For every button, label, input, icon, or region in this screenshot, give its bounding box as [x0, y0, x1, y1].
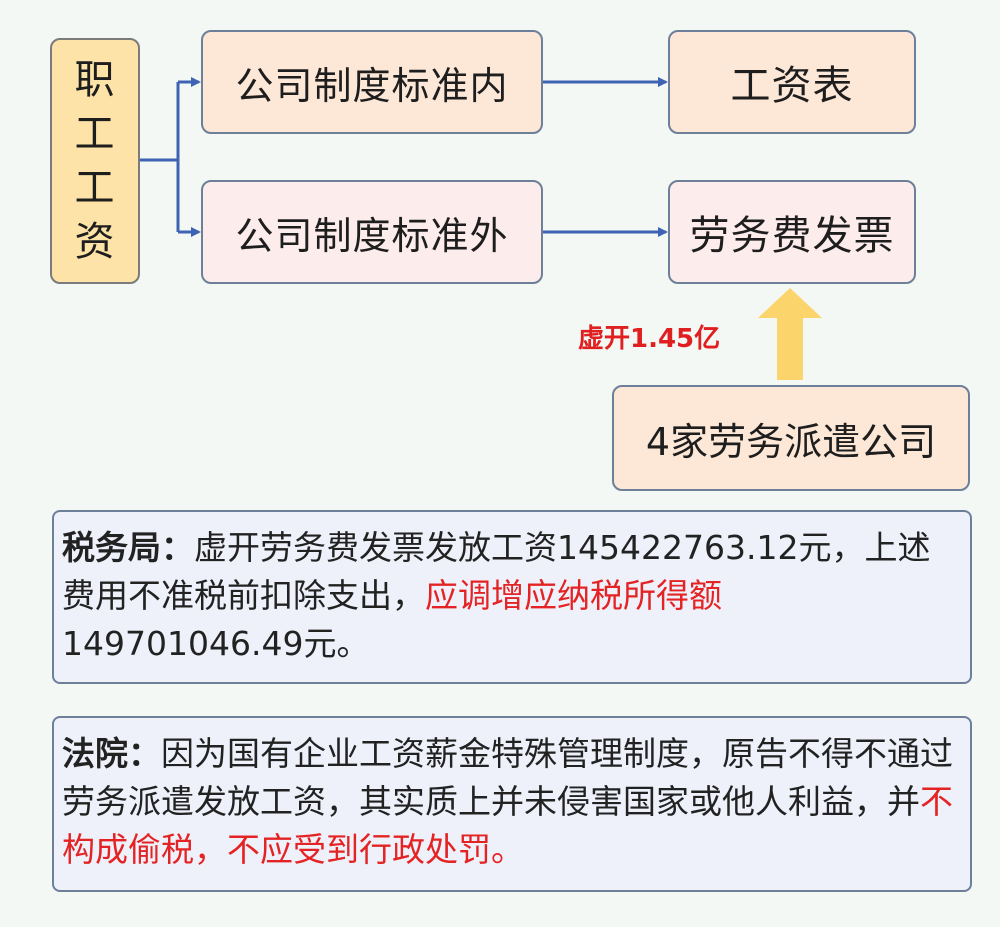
salary-char: 资 [74, 219, 116, 265]
branch-connector [140, 77, 201, 237]
tax-bureau-amount: 149701046.49元。 [62, 624, 370, 663]
tax-bureau-highlight: 应调增应纳税所得额 [425, 576, 722, 615]
node-payroll: 工资表 [668, 30, 916, 134]
node-outside-standard: 公司制度标准外 [201, 180, 543, 284]
court-text: 因为国有企业工资薪金特殊管理制度，原告不得不通过劳务派遣发放工资，其实质上并未侵… [62, 734, 953, 821]
salary-char: 职 [74, 57, 116, 103]
salary-char: 工 [74, 165, 116, 211]
court-highlight: 不构成偷税，不应受到行政处罚。 [62, 782, 953, 869]
court-lead: 法院： [62, 734, 161, 773]
court-box: 法院：因为国有企业工资薪金特殊管理制度，原告不得不通过劳务派遣发放工资，其实质上… [52, 716, 972, 892]
fake-invoice-label: 虚开1.45亿 [578, 324, 721, 354]
tax-bureau-text: 虚开劳务费发票发放工资145422763.12元，上述费用不准税前扣除支出， [62, 528, 931, 615]
tax-bureau-box: 税务局：虚开劳务费发票发放工资145422763.12元，上述费用不准税前扣除支… [52, 510, 972, 684]
node-service-invoice: 劳务费发票 [668, 180, 916, 284]
node-dispatch-agencies: 4家劳务派遣公司 [612, 385, 970, 491]
salary-char: 工 [74, 111, 116, 157]
tax-bureau-lead: 税务局： [62, 528, 194, 567]
up-arrow [758, 288, 822, 380]
node-within-standard: 公司制度标准内 [201, 30, 543, 134]
node-employee-salary: 职 工 工 资 [50, 38, 140, 284]
